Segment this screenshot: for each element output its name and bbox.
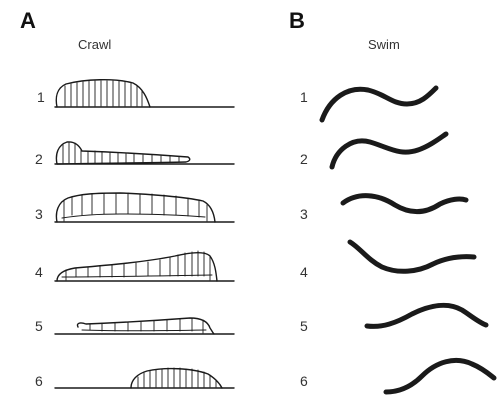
crawl-body-outline — [131, 369, 222, 388]
crawl-frame-5 — [55, 318, 234, 334]
swim-body-6 — [386, 360, 494, 392]
crawl-body-outline — [56, 80, 150, 107]
swim-body-2 — [332, 134, 446, 167]
crawl-body-outline — [56, 193, 215, 222]
crawl-frame-3 — [55, 193, 234, 222]
crawl-frame-2 — [55, 142, 234, 164]
crawl-body-outline — [77, 318, 214, 334]
swim-body-5 — [367, 305, 486, 326]
swim-body-1 — [322, 88, 436, 120]
swim-body-3 — [343, 196, 466, 212]
crawl-frame-1 — [55, 80, 234, 107]
crawl-body-hatching — [65, 81, 142, 106]
swim-body-4 — [350, 242, 474, 271]
crawl-frame-4 — [55, 251, 234, 281]
crawl-body-hatching — [64, 193, 207, 221]
crawl-body-hatching — [138, 368, 216, 387]
crawl-frame-6 — [55, 368, 234, 388]
